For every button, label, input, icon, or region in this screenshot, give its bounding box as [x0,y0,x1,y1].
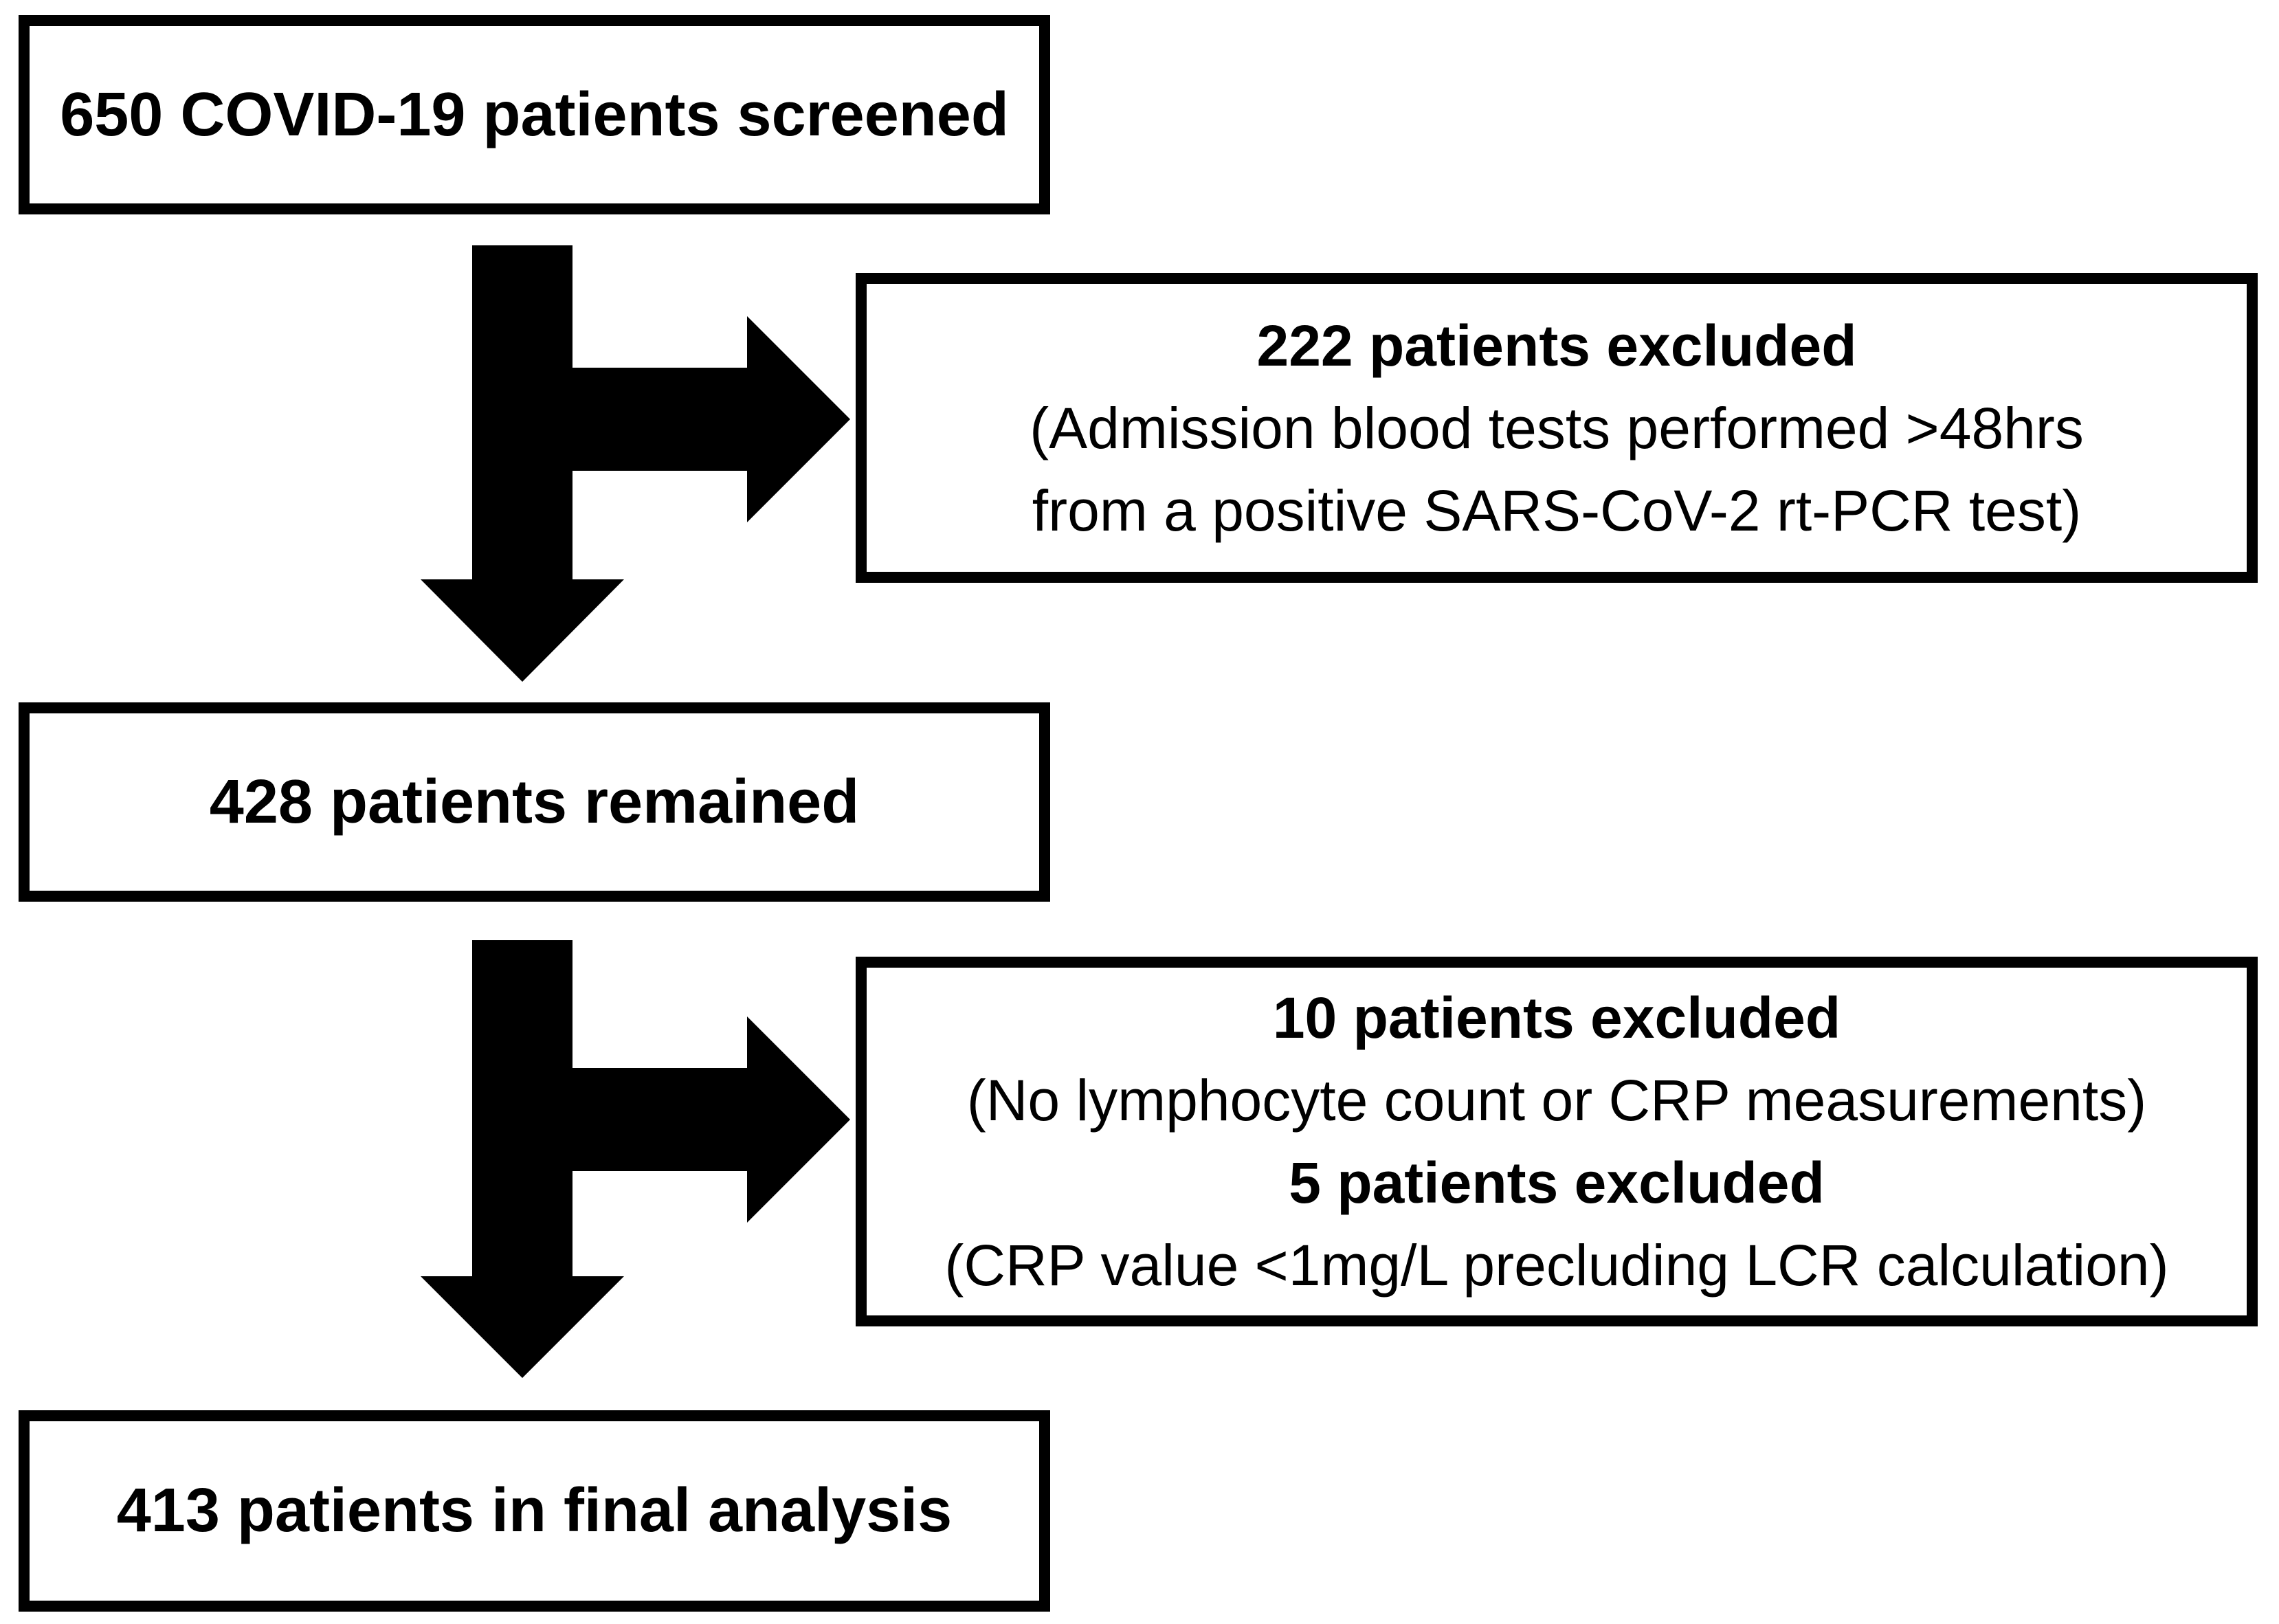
exclusion-1-count-label: 222 patients excluded [1256,313,1857,378]
exclusion-1-reason-line-1: (Admission blood tests performed >48hrs [1030,395,2084,460]
box-patients-final-analysis: 413 patients in final analysis [19,1410,1050,1612]
patients-remained-label: 428 patients remained [209,767,860,836]
box-exclusion-2: 10 patients excluded (No lymphocyte coun… [856,957,2258,1326]
box-exclusion-1: 222 patients excluded (Admission blood t… [856,273,2258,583]
arrow-branch-right-2-icon [572,1016,850,1223]
exclusion-2-count-label-1: 10 patients excluded [1272,986,1841,1050]
arrow-branch-right-1-icon [572,316,850,522]
arrow-down-2-icon [421,940,624,1378]
patients-screened-label: 650 COVID-19 patients screened [60,80,1009,149]
box-patients-screened: 650 COVID-19 patients screened [19,15,1050,214]
exclusion-2-reason-2: (CRP value <1mg/L precluding LCR calcula… [944,1233,2169,1298]
box-patients-remained: 428 patients remained [19,702,1050,902]
arrow-down-1-icon [421,245,624,682]
patients-final-analysis-label: 413 patients in final analysis [116,1476,953,1545]
exclusion-2-reason-1: (No lymphocyte count or CRP measurements… [966,1068,2147,1133]
exclusion-2-count-label-2: 5 patients excluded [1289,1150,1825,1215]
exclusion-1-reason-line-2: from a positive SARS-CoV-2 rt-PCR test) [1032,478,2082,543]
